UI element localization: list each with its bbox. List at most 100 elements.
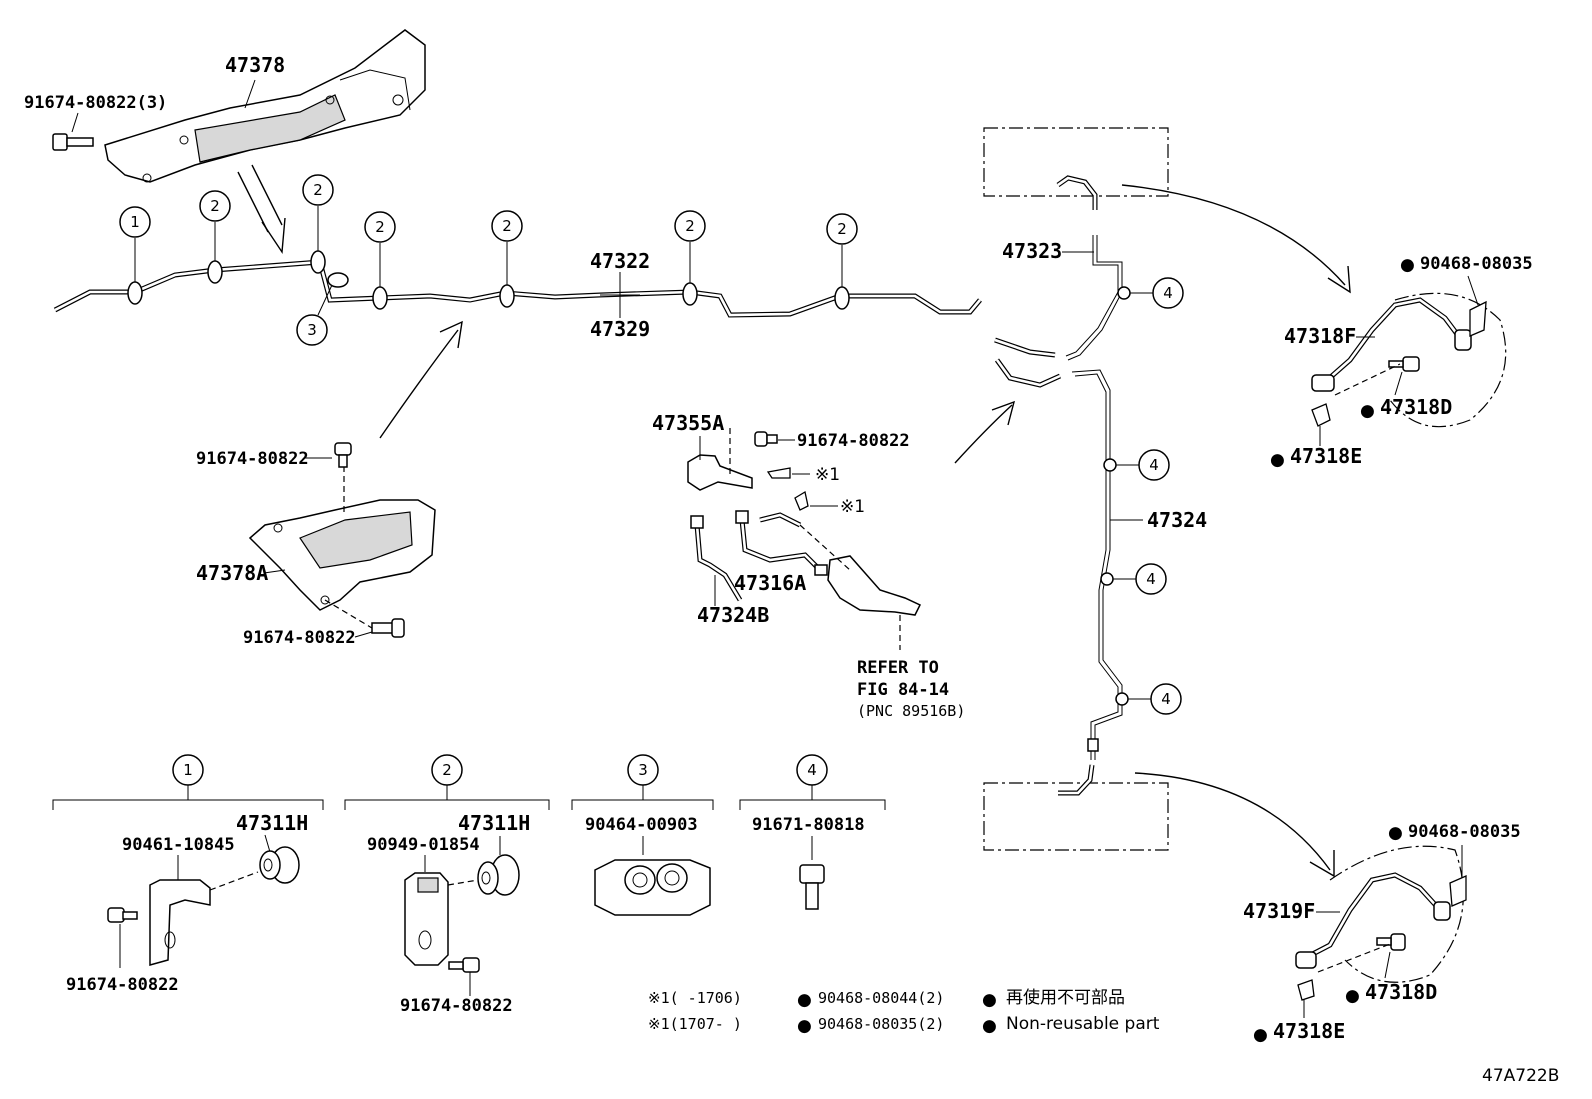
kit-1: 1 47311H 90461-10845 91674-80822 [52,754,324,995]
label-91674-80822-a: 91674-80822 [196,449,309,469]
svg-text:4: 4 [1163,284,1173,302]
bracket-47355A [687,454,922,616]
svg-text:3: 3 [638,761,648,779]
label-47316A: 47316A [734,571,806,595]
note-1a: ※1 [815,465,840,485]
label-47378A: 47378A [196,561,268,585]
non-reusable-dot: ● [982,1016,997,1036]
legend-jp: 再使用不可部品 [1006,987,1125,1008]
bolt-icon [1388,356,1420,372]
footnote-1-part: 90468-08044(2) [818,989,944,1007]
label-90468-08035-bot: 90468-08035 [1408,822,1521,842]
label-47318E-bot: 47318E [1273,1019,1345,1043]
svg-text:4: 4 [807,761,817,779]
callout-circle: 1 2 2 2 2 2 2 3 [119,174,858,346]
non-reusable-dot: ● [1345,986,1360,1006]
svg-text:2: 2 [502,217,512,235]
figure-code: 47A722B [1482,1066,1559,1086]
non-reusable-dot: ● [797,990,812,1010]
refer-line-1: REFER TO [857,658,939,678]
callout-circle: 4 4 4 4 [1135,277,1184,715]
svg-text:2: 2 [210,197,220,215]
kit-2: 2 47311H 90949-01854 91674-80822 [344,754,550,1016]
brake-hose-47318F [1311,292,1507,428]
non-reusable-dot: ● [797,1016,812,1036]
heat-shield-47378 [104,29,426,183]
kit-4: 4 91671-80818 [739,754,886,910]
label-47323: 47323 [1002,239,1062,263]
bolt-icon [799,864,825,910]
label-47318D-top: 47318D [1380,395,1452,419]
svg-text:2: 2 [685,217,695,235]
svg-text:4: 4 [1161,690,1171,708]
label-k1-91674: 91674-80822 [66,975,179,995]
non-reusable-dot: ● [1270,450,1285,470]
grommet-icon [259,846,300,884]
label-47319F: 47319F [1243,899,1315,923]
clamp-icon [127,250,850,310]
bolt-icon [371,618,405,638]
label-90468-08035-top: 90468-08035 [1420,254,1533,274]
footnote-1-range: ※1( -1706) [648,989,742,1007]
bolt-icon [1376,933,1406,951]
label-47324: 47324 [1147,508,1207,532]
kit-3: 3 90464-00903 [571,754,714,916]
clip-icon [766,467,809,511]
reference-box [983,127,1169,851]
svg-text:3: 3 [307,321,317,339]
footnote-2-part: 90468-08035(2) [818,1015,944,1033]
svg-text:4: 4 [1149,456,1159,474]
brake-hose-47316A [735,510,828,576]
label-47378: 47378 [225,53,285,77]
svg-text:2: 2 [442,761,452,779]
arrow-up-icon [379,320,463,439]
label-91674-80822-b: 91674-80822 [243,628,356,648]
bolt-icon [448,957,480,973]
arrow-curve-icon [1121,184,1351,878]
pipe-clamp-icon [594,859,711,916]
svg-text:2: 2 [313,181,323,199]
bolt-icon [754,431,778,447]
svg-text:4: 4 [1146,570,1156,588]
svg-text:1: 1 [130,213,140,231]
brake-line-47324 [1071,369,1123,760]
non-reusable-dot: ● [1400,255,1415,275]
label-47324B: 47324B [697,603,769,627]
label-k2-90949: 90949-01854 [367,835,480,855]
bolt-icon [334,442,352,468]
bolt-icon [107,907,138,923]
footnote-2-range: ※1(1707- ) [648,1015,742,1033]
label-91674-80822-c: 91674-80822 [797,431,910,451]
label-k2-91674: 91674-80822 [400,996,513,1016]
svg-text:1: 1 [183,761,193,779]
legend-en: Non-reusable part [1006,1014,1160,1034]
refer-line-2: FIG 84-14 [857,680,949,700]
label-k1-47311H: 47311H [236,811,308,835]
label-47318D-bot: 47318D [1365,980,1437,1004]
label-47355A: 47355A [652,411,724,435]
non-reusable-dot: ● [1360,401,1375,421]
bracket-icon [404,872,449,966]
label-47318E-top: 47318E [1290,444,1362,468]
arrow-up-right-icon [954,400,1016,464]
label-k3-90464: 90464-00903 [585,815,698,835]
refer-line-3: (PNC 89516B) [857,702,965,720]
clamp-icon [1100,286,1131,706]
note-1b: ※1 [840,497,865,517]
label-k1-90461: 90461-10845 [122,835,235,855]
brake-line-main [53,259,982,318]
svg-text:2: 2 [837,220,847,238]
brake-hose-47324B [690,515,743,602]
label-47329: 47329 [590,317,650,341]
label-91674-80822-3: 91674-80822(3) [24,93,167,113]
svg-text:2: 2 [375,218,385,236]
non-reusable-dot: ● [1253,1025,1268,1045]
label-k4-91671: 91671-80818 [752,815,865,835]
footnotes: ※1( -1706) ● 90468-08044(2) ※1(1707- ) ●… [648,987,1160,1036]
grommet-icon [477,854,520,896]
brake-line-47323 [994,235,1123,388]
label-47318F: 47318F [1284,324,1356,348]
non-reusable-dot: ● [1388,823,1403,843]
label-k2-47311H: 47311H [458,811,530,835]
